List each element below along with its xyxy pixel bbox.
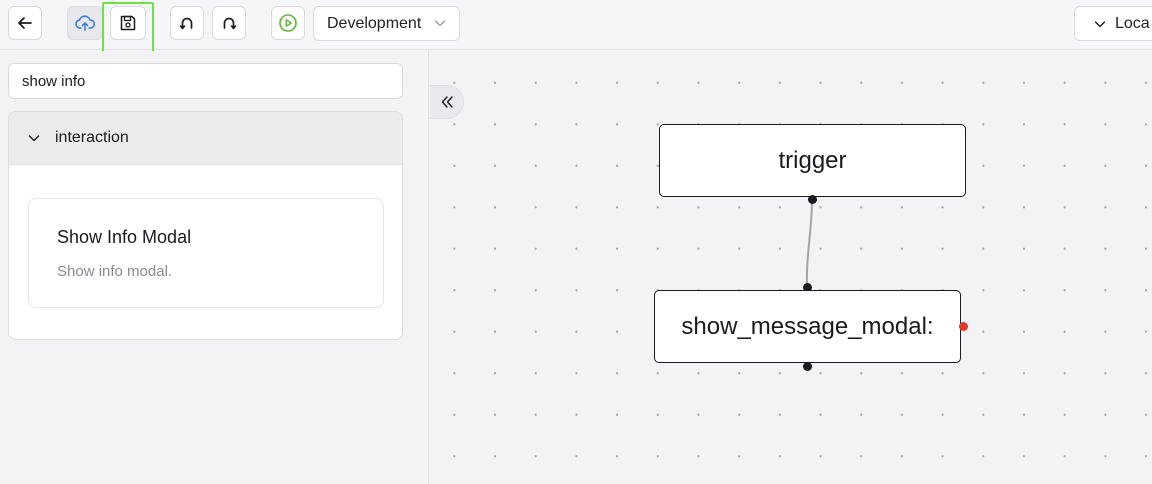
node-card-description: Show info modal. <box>57 263 173 280</box>
chevron-down-icon <box>1094 20 1106 27</box>
publish-button[interactable] <box>67 6 103 40</box>
toolbar: Development Loca <box>0 0 1152 54</box>
undo-button[interactable] <box>170 6 204 40</box>
arrow-left-icon <box>18 17 32 29</box>
node-error-handle[interactable] <box>959 322 968 331</box>
node-card-show-info-modal[interactable]: Show Info Modal Show info modal. <box>28 198 384 308</box>
node-input-handle[interactable] <box>803 283 812 292</box>
back-button[interactable] <box>8 6 42 40</box>
node-output-handle[interactable] <box>803 362 812 371</box>
group-label: interaction <box>55 129 129 146</box>
node-group-panel: interaction Show Info Modal Show info mo… <box>8 111 403 340</box>
environment-select-value: Development <box>327 14 422 32</box>
search-input[interactable]: show info <box>8 63 403 99</box>
flow-node-show-message-modal[interactable]: show_message_modal: <box>654 290 961 363</box>
flow-canvas[interactable] <box>430 51 1152 484</box>
location-select[interactable]: Loca <box>1074 6 1152 41</box>
redo-icon <box>223 17 237 30</box>
chevrons-left-icon <box>441 96 453 108</box>
play-circle-icon <box>279 14 297 32</box>
chevron-down-icon <box>28 135 40 142</box>
collapse-sidebar-button[interactable] <box>430 85 464 119</box>
undo-icon <box>179 17 193 30</box>
flow-node-label: show_message_modal: <box>681 312 934 340</box>
node-library-sidebar: show info interaction Show Info Modal Sh… <box>0 51 429 484</box>
flow-node-trigger[interactable]: trigger <box>659 124 966 197</box>
group-header-interaction[interactable]: interaction <box>9 112 402 165</box>
cloud-upload-icon <box>75 15 95 31</box>
search-input-value: show info <box>22 72 86 90</box>
redo-button[interactable] <box>212 6 246 40</box>
save-button[interactable] <box>110 6 146 40</box>
run-button[interactable] <box>271 6 305 40</box>
chevron-down-icon <box>434 20 446 27</box>
location-select-value: Loca <box>1115 14 1150 32</box>
node-output-handle[interactable] <box>808 195 817 204</box>
environment-select[interactable]: Development <box>313 6 460 41</box>
node-card-title: Show Info Modal <box>57 227 192 247</box>
flow-node-label: trigger <box>778 146 847 174</box>
floppy-disk-icon <box>120 15 136 31</box>
save-button-highlight <box>102 2 154 54</box>
